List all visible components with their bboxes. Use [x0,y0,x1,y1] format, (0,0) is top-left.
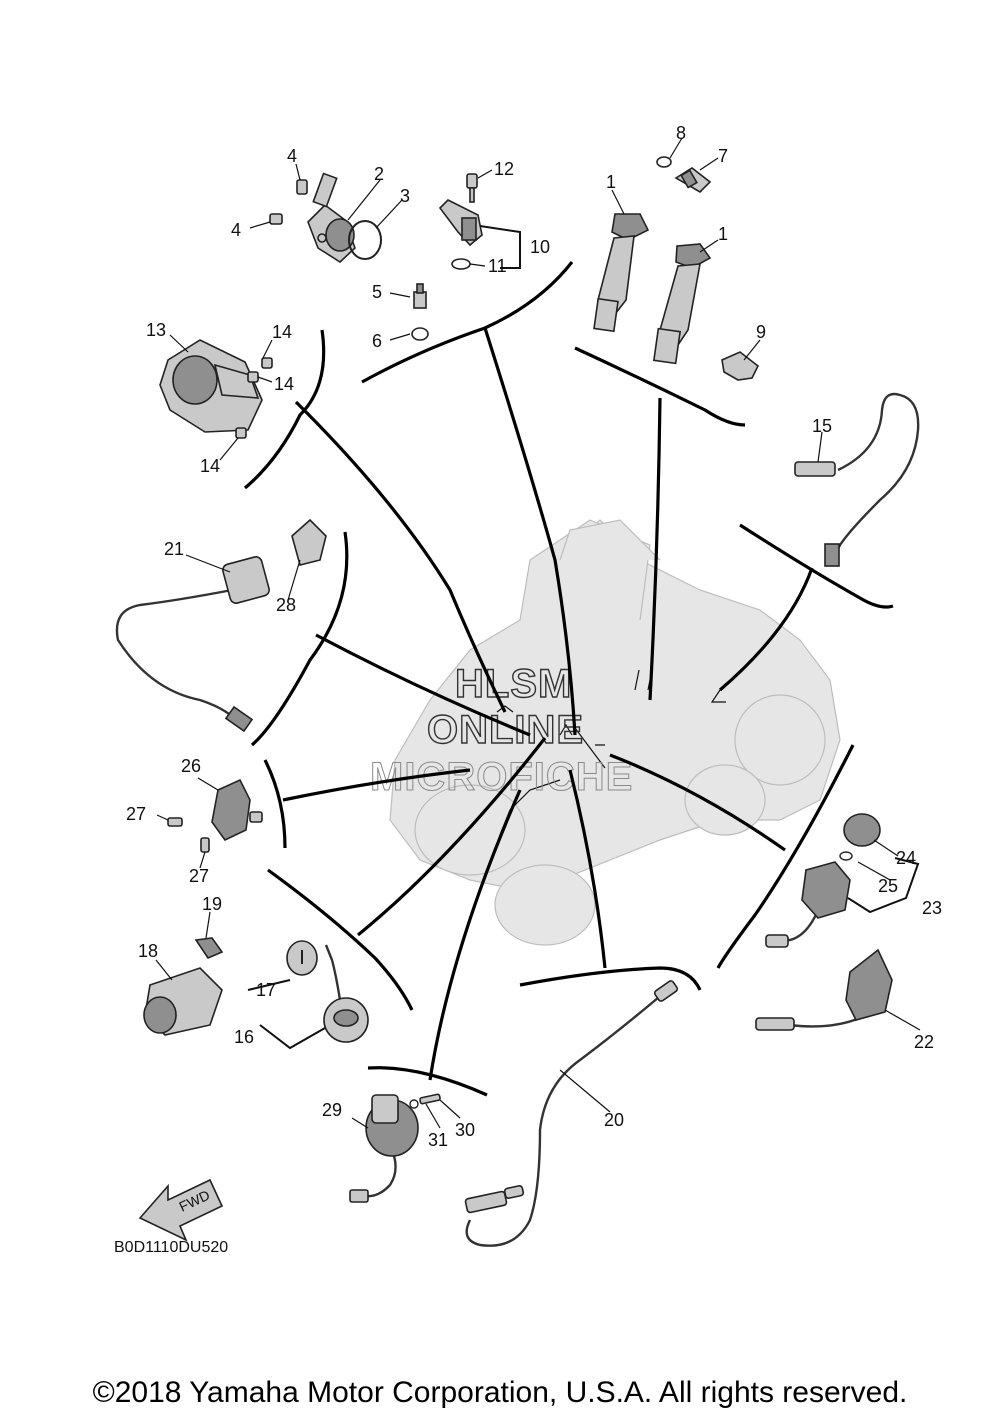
label-25: 25 [878,876,898,896]
part-7-sensor [674,167,712,194]
part-19-pad [194,937,224,959]
label-4a: 4 [287,146,297,166]
label-9: 9 [756,322,766,342]
part-10-sensor [438,199,483,247]
label-28: 28 [276,595,296,615]
part-9-sensor [721,351,760,381]
label-15: 15 [812,416,832,436]
label-14b: 14 [274,374,294,394]
label-31: 31 [428,1130,448,1150]
part-30-bolt [419,1093,441,1105]
part-28-relay [291,518,327,566]
part-18-switch [143,967,223,1036]
part-31-washer [409,1099,419,1109]
copyright-notice: ©2018 Yamaha Motor Corporation, U.S.A. A… [92,1376,908,1409]
label-26: 26 [181,756,201,776]
callout-lines [243,261,894,1097]
label-14a: 14 [272,322,292,342]
label-1a: 1 [606,172,616,192]
watermark-line-1: HLSM [455,662,572,706]
part-4-bolts [269,179,308,225]
label-18: 18 [138,941,158,961]
watermark: HLSM ONLINE MICROFICHE [370,661,633,799]
part-29-horn [349,1094,419,1203]
label-22: 22 [914,1032,934,1052]
label-27a: 27 [126,804,146,824]
label-1b: 1 [718,224,728,244]
label-2: 2 [374,164,384,184]
part-1-ignition-coil-a [593,213,650,333]
label-12: 12 [494,159,514,179]
label-21: 21 [164,539,184,559]
label-10: 10 [530,237,550,257]
label-5: 5 [372,282,382,302]
label-24: 24 [896,848,916,868]
part-25-o-ring [839,851,853,861]
label-7: 7 [718,146,728,166]
part-6-gasket [411,327,429,341]
label-11: 11 [488,256,507,276]
part-24-cover [843,813,881,847]
label-30: 30 [455,1120,475,1140]
part-13-housing [159,339,263,433]
label-19: 19 [202,894,222,914]
part-2-sensor [307,172,356,264]
vehicle-silhouette [389,519,841,946]
part-12-bolt [466,173,478,203]
fwd-arrow-icon: FWD [138,1178,224,1242]
part-1-ignition-coil-b [652,243,712,365]
watermark-line-2: ONLINE [427,708,584,752]
label-23: 23 [922,898,942,918]
label-27b: 27 [189,866,209,886]
label-29: 29 [322,1100,342,1120]
part-8-gasket [656,156,672,168]
part-5-sensor [413,283,427,309]
label-20: 20 [604,1110,624,1130]
part-3-o-ring [348,220,382,260]
part-27-bolts [167,817,210,853]
leader-lines [155,137,921,1129]
part-15-sensor [794,392,920,567]
part-labels: 1 1 2 3 4 4 5 6 7 8 9 10 11 12 13 14 14 … [126,123,942,1150]
part-11-o-ring [451,258,471,270]
label-8: 8 [676,123,686,143]
label-6: 6 [372,331,382,351]
label-13: 13 [146,320,166,340]
part-21-sensor [115,556,270,733]
part-17-cap [286,940,318,976]
part-26-relay [211,778,263,842]
part-20-sensor [464,980,679,1247]
label-4b: 4 [231,220,241,240]
part-16-switch [323,944,369,1043]
drawing-code: B0D1110DU520 [114,1239,228,1256]
label-3: 3 [400,186,410,206]
part-22-sensor [755,948,893,1031]
label-14c: 14 [200,456,220,476]
part-23-sensor-assembly [765,861,851,948]
label-17: 17 [256,980,276,1000]
label-16: 16 [234,1027,254,1047]
